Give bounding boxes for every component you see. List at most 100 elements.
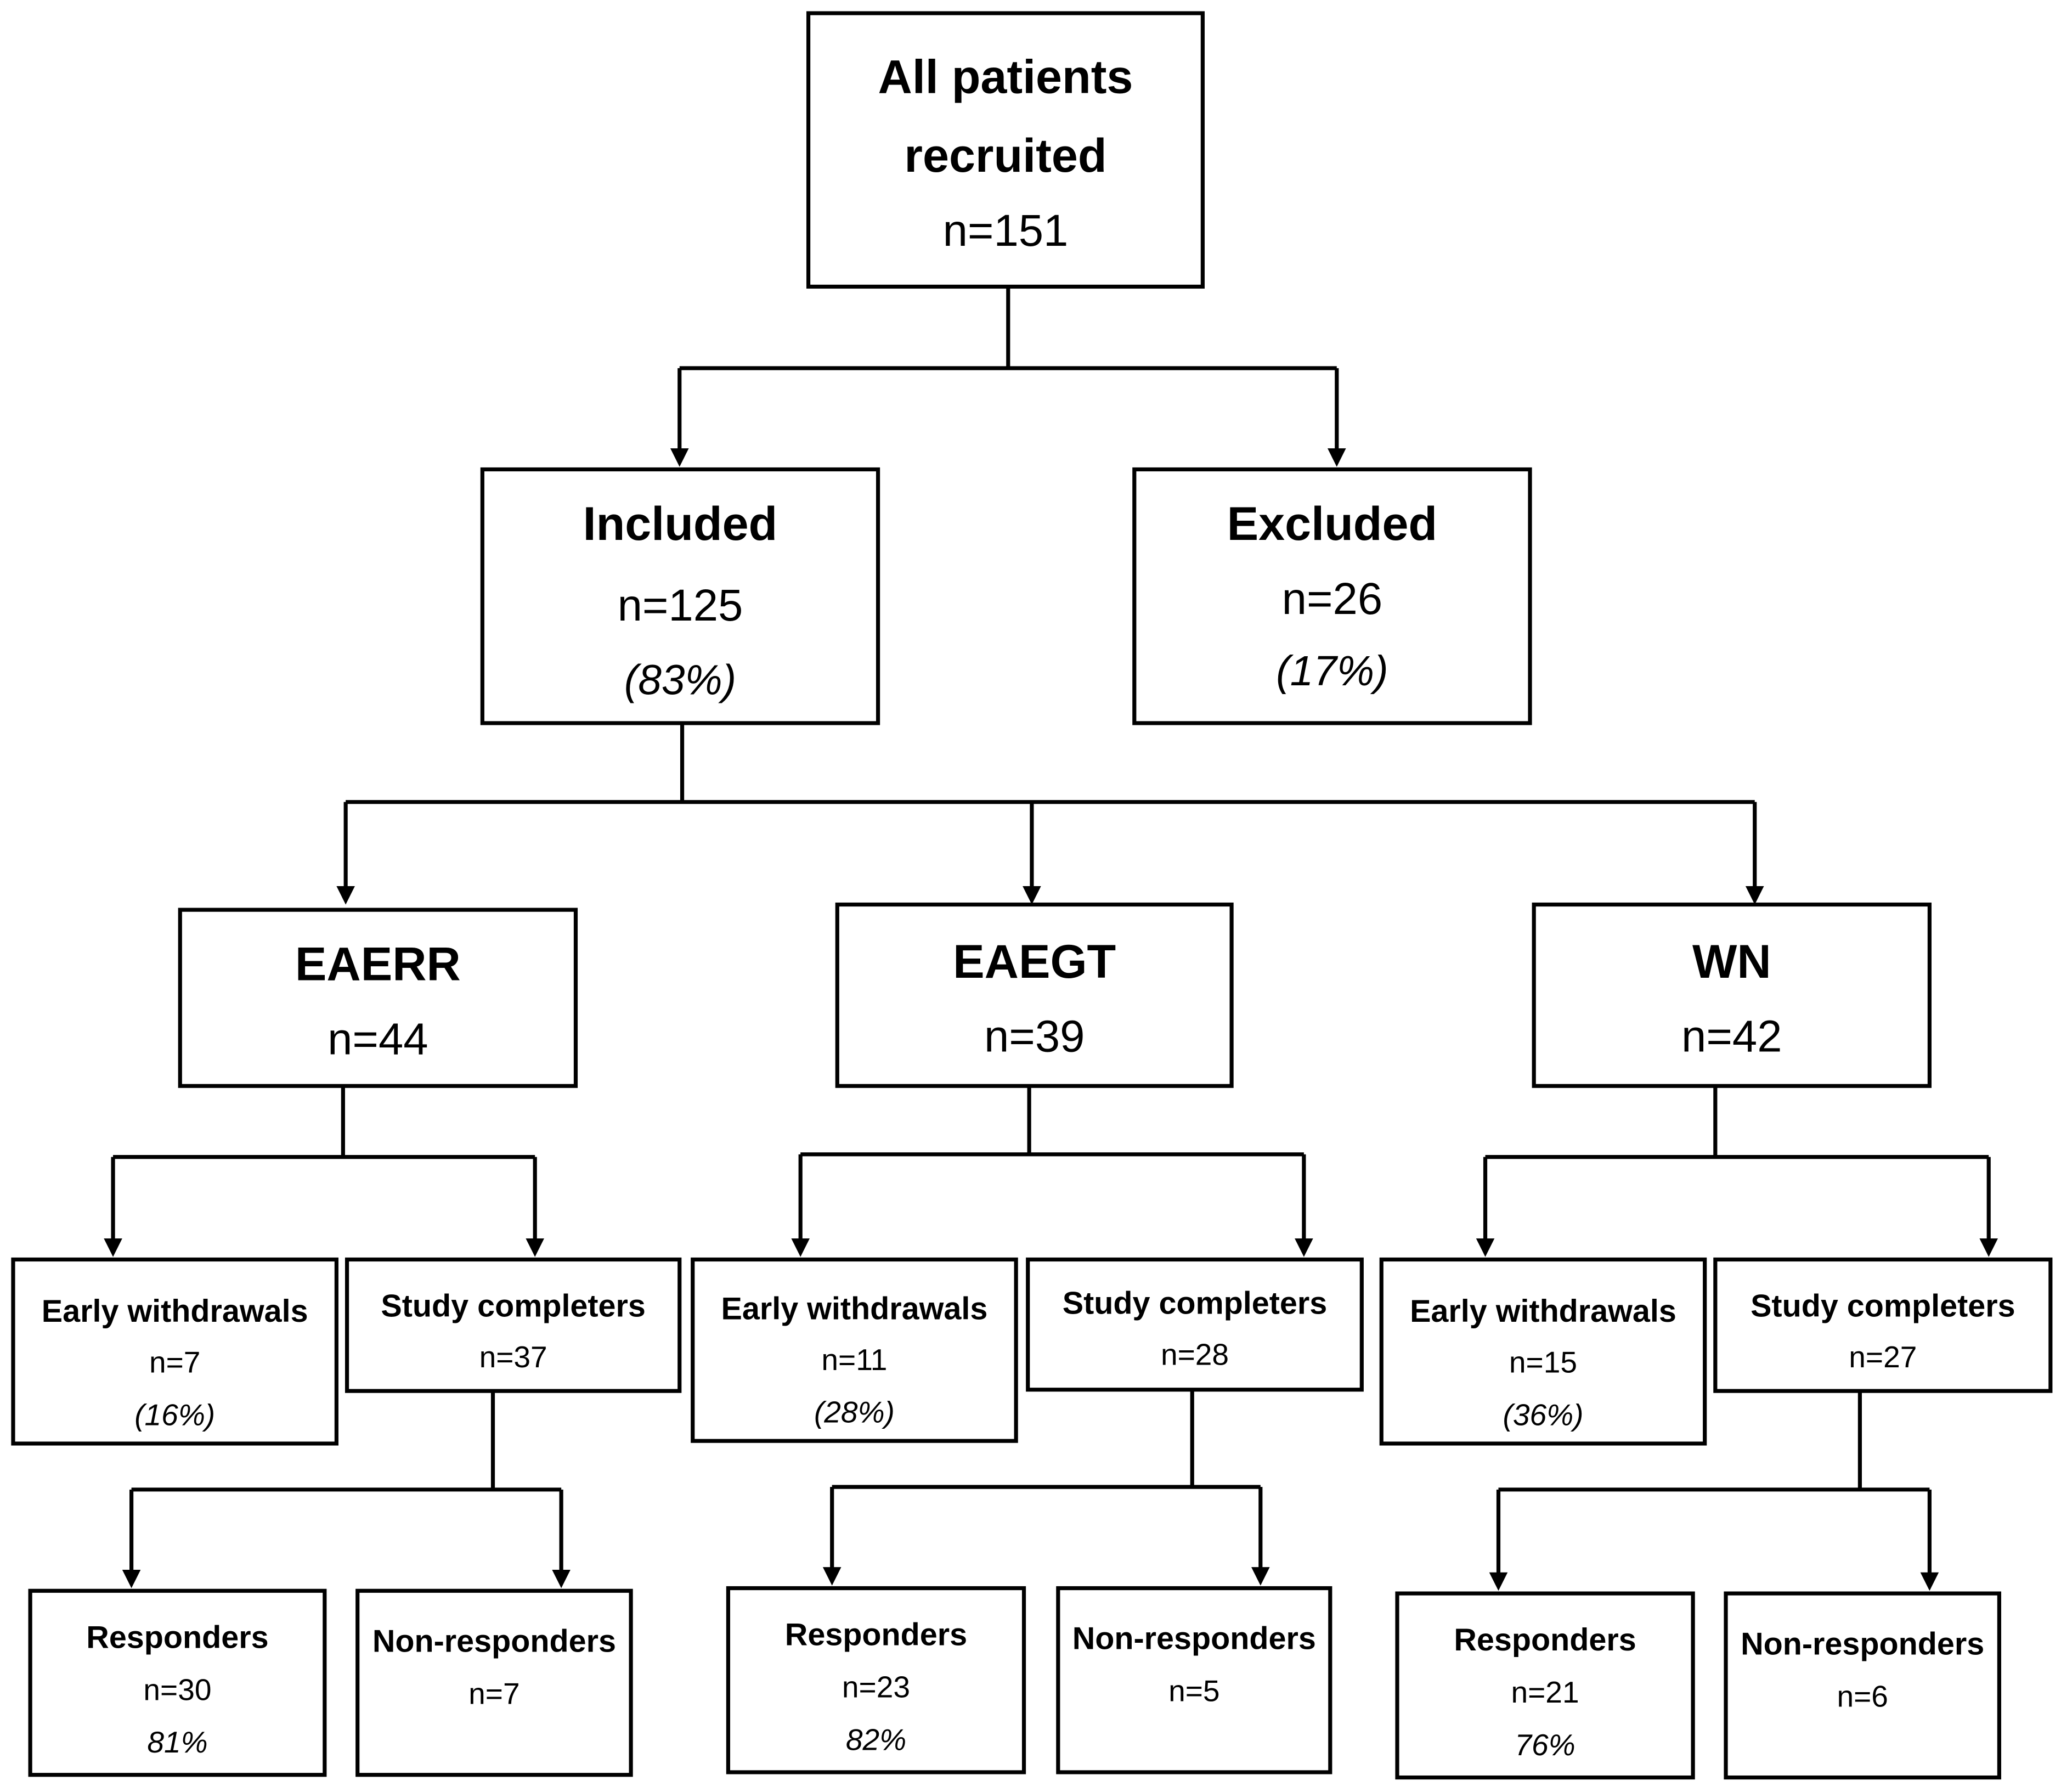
arrowhead-icon [791, 1238, 810, 1257]
node-box [1056, 1586, 1332, 1774]
node-title: Responders [1454, 1622, 1636, 1658]
node-excluded: Excluded n=26 (17%) [1132, 467, 1532, 725]
arrowhead-icon [336, 886, 355, 905]
node-count: n=7 [468, 1676, 520, 1710]
arrowhead-icon [1979, 1238, 1998, 1257]
node-percentage: (17%) [1276, 648, 1388, 695]
arrowhead-icon [670, 448, 689, 467]
node-eaegt: EAEGT n=39 [835, 902, 1234, 1088]
node-count: n=125 [618, 581, 743, 630]
node-eaegt-completers: Study completers n=28 [1026, 1257, 1364, 1392]
arrowhead-icon [1295, 1238, 1313, 1257]
node-eaerr-nonresponders: Non-responders n=7 [355, 1588, 633, 1777]
node-eaerr-responders: Responders n=30 81% [28, 1588, 327, 1777]
node-eaegt-nonresponders: Non-responders n=5 [1056, 1586, 1332, 1774]
node-box [691, 1257, 1018, 1443]
node-included: Included n=125 (83%) [480, 467, 880, 725]
node-count: n=5 [1168, 1674, 1219, 1708]
node-count: n=21 [1511, 1675, 1579, 1709]
node-title: All patients [878, 50, 1133, 103]
node-percentage: 81% [147, 1725, 207, 1759]
node-box [11, 1257, 338, 1446]
node-percentage: 82% [846, 1722, 906, 1756]
node-wn-nonresponders: Non-responders n=6 [1724, 1591, 2001, 1780]
node-title: Early withdrawals [1410, 1294, 1676, 1329]
node-wn: WN n=42 [1532, 902, 1932, 1088]
node-box [355, 1588, 633, 1777]
node-count: n=26 [1282, 574, 1382, 624]
node-title: recruited [904, 129, 1106, 182]
arrowhead-icon [1023, 886, 1041, 905]
node-title: EAERR [295, 938, 461, 991]
connectors [104, 286, 1998, 1591]
node-box [480, 467, 880, 725]
node-count: n=27 [1849, 1340, 1917, 1374]
arrowhead-icon [1251, 1567, 1270, 1586]
node-wn-completers: Study completers n=27 [1713, 1257, 2053, 1393]
node-wn-withdrawals: Early withdrawals n=15 (36%) [1379, 1257, 1707, 1446]
node-box [178, 908, 578, 1088]
node-title: Excluded [1227, 498, 1437, 550]
node-box [345, 1257, 682, 1393]
node-count: n=30 [143, 1672, 211, 1706]
node-percentage: (36%) [1503, 1398, 1583, 1432]
node-all: All patients recruited n=151 [806, 11, 1205, 289]
node-title: Early withdrawals [42, 1294, 308, 1329]
node-title: Early withdrawals [721, 1291, 988, 1326]
node-count: n=151 [943, 206, 1069, 256]
node-eaerr: EAERR n=44 [178, 908, 578, 1088]
arrowhead-icon [104, 1238, 122, 1257]
node-count: n=23 [842, 1670, 910, 1704]
arrowhead-icon [1920, 1572, 1939, 1591]
node-box [806, 11, 1205, 289]
node-percentage: 76% [1515, 1728, 1575, 1762]
node-title: EAEGT [953, 936, 1116, 988]
node-count: n=42 [1681, 1012, 1782, 1062]
node-title: Responders [785, 1618, 967, 1653]
arrowhead-icon [1489, 1572, 1508, 1591]
arrowhead-icon [1328, 448, 1346, 467]
node-title: Responders [86, 1620, 268, 1655]
node-count: n=28 [1161, 1337, 1229, 1371]
node-box [1132, 467, 1532, 725]
node-count: n=15 [1509, 1345, 1577, 1379]
arrowhead-icon [822, 1567, 842, 1586]
node-count: n=7 [149, 1345, 200, 1379]
node-title: Non-responders [1072, 1621, 1316, 1656]
node-eaegt-withdrawals: Early withdrawals n=11 (28%) [691, 1257, 1018, 1443]
node-eaerr-withdrawals: Early withdrawals n=7 (16%) [11, 1257, 338, 1446]
node-box [1395, 1591, 1695, 1780]
arrowhead-icon [526, 1238, 544, 1257]
node-title: Study completers [1063, 1286, 1328, 1321]
node-box [835, 902, 1234, 1088]
node-box [1724, 1591, 2001, 1780]
node-title: Included [583, 498, 778, 550]
node-count: n=6 [1837, 1679, 1888, 1713]
node-count: n=44 [327, 1014, 428, 1064]
node-eaerr-completers: Study completers n=37 [345, 1257, 682, 1393]
node-percentage: (16%) [134, 1398, 215, 1432]
node-title: Non-responders [372, 1624, 616, 1659]
node-title: Non-responders [1741, 1626, 1984, 1661]
node-box [1532, 902, 1932, 1088]
arrowhead-icon [552, 1569, 571, 1588]
node-percentage: (28%) [814, 1395, 895, 1429]
arrowhead-icon [1745, 886, 1764, 905]
arrowhead-icon [1476, 1238, 1495, 1257]
node-box [726, 1586, 1026, 1774]
node-box [1379, 1257, 1707, 1446]
node-eaegt-responders: Responders n=23 82% [726, 1586, 1026, 1774]
node-box [28, 1588, 327, 1777]
node-percentage: (83%) [624, 657, 736, 704]
node-title: WN [1692, 936, 1771, 988]
node-count: n=11 [821, 1343, 887, 1377]
node-box [1713, 1257, 2053, 1393]
node-count: n=37 [479, 1340, 547, 1374]
node-count: n=39 [984, 1012, 1085, 1062]
node-title: Study completers [381, 1288, 646, 1323]
arrowhead-icon [122, 1569, 141, 1588]
node-title: Study completers [1751, 1288, 2015, 1323]
node-box [1026, 1257, 1364, 1392]
node-wn-responders: Responders n=21 76% [1395, 1591, 1695, 1780]
